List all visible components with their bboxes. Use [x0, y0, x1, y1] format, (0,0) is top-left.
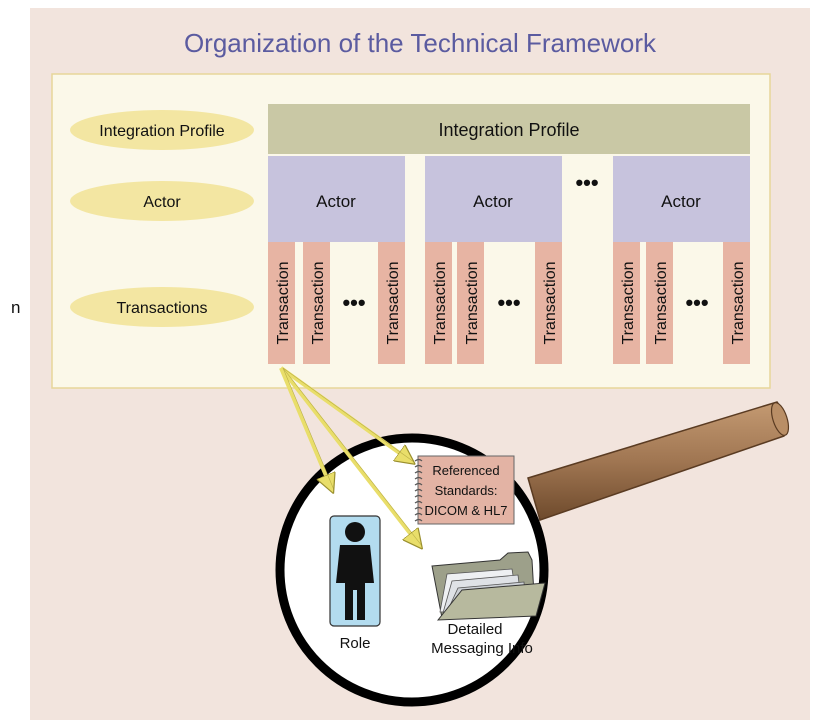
actor-box-1: Actor — [268, 156, 405, 242]
svg-text:Transaction: Transaction — [620, 262, 637, 345]
row-label-transactions: Transactions — [70, 287, 254, 327]
svg-text:Transaction: Transaction — [542, 262, 559, 345]
transaction-3-3: Transaction — [723, 242, 750, 364]
actor-box-2: Actor — [425, 156, 562, 242]
referenced-standards-notebook: Referenced Standards: DICOM & HL7 — [414, 455, 515, 525]
arrow-to-folder — [279, 366, 420, 546]
transaction-ellipsis-1: ••• — [342, 290, 365, 315]
integration-profile-bar: Integration Profile — [268, 104, 750, 154]
actor-ellipsis: ••• — [575, 170, 598, 195]
diagram-title: Organization of the Technical Framework — [184, 28, 657, 58]
magnifier-handle — [527, 401, 790, 521]
transaction-1-3: Transaction — [378, 242, 405, 364]
arrow-to-role — [279, 367, 332, 490]
transaction-3-1: Transaction — [613, 242, 640, 364]
arrow-to-standards — [279, 366, 412, 462]
svg-text:Actor: Actor — [661, 192, 701, 211]
svg-text:Transaction: Transaction — [310, 262, 327, 345]
svg-text:Actor: Actor — [143, 194, 181, 211]
svg-text:Actor: Actor — [473, 192, 513, 211]
svg-text:Standards:: Standards: — [435, 483, 498, 498]
arrows — [279, 366, 420, 546]
svg-text:Integration Profile: Integration Profile — [99, 123, 225, 140]
svg-text:DICOM & HL7: DICOM & HL7 — [424, 503, 507, 518]
transaction-ellipsis-2: ••• — [497, 290, 520, 315]
svg-text:Transactions: Transactions — [117, 300, 208, 317]
transaction-1-1: Transaction — [268, 242, 295, 364]
transaction-3-2: Transaction — [646, 242, 673, 364]
actor-box-3: Actor — [613, 156, 750, 242]
svg-text:Transaction: Transaction — [730, 262, 747, 345]
messaging-label-line-1: Detailed — [447, 621, 502, 638]
transaction-2-3: Transaction — [535, 242, 562, 364]
row-label-integration-profile: Integration Profile — [70, 110, 254, 150]
role-person-icon — [329, 515, 381, 627]
transaction-ellipsis-3: ••• — [685, 290, 708, 315]
svg-text:Actor: Actor — [316, 192, 356, 211]
edge-text-fragment: n — [11, 298, 20, 317]
transaction-2-2: Transaction — [457, 242, 484, 364]
svg-text:Transaction: Transaction — [385, 262, 402, 345]
row-label-actor: Actor — [70, 181, 254, 221]
svg-text:Transaction: Transaction — [275, 262, 292, 345]
role-label: Role — [340, 635, 371, 652]
svg-text:Referenced: Referenced — [432, 463, 499, 478]
svg-text:Transaction: Transaction — [653, 262, 670, 345]
transaction-2-1: Transaction — [425, 242, 452, 364]
svg-text:Integration Profile: Integration Profile — [438, 120, 579, 140]
svg-text:Transaction: Transaction — [432, 262, 449, 345]
messaging-folder-icon — [431, 551, 546, 621]
messaging-label-line-2: Messaging Info — [431, 640, 533, 657]
transaction-1-2: Transaction — [303, 242, 330, 364]
svg-text:Transaction: Transaction — [464, 262, 481, 345]
